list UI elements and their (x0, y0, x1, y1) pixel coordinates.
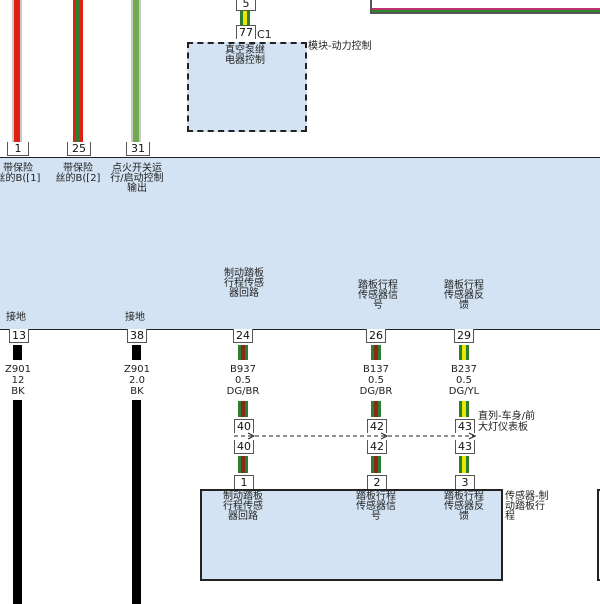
band-pin-31: 31 (126, 142, 150, 156)
module-powertrain-label: 模块-动力控制 (308, 41, 372, 52)
wire-fused-b2 (73, 0, 83, 142)
sensor-label-return: 制动踏板 行程传感 器回路 (223, 491, 263, 522)
inline-pin-43-upper: 43 (455, 419, 475, 433)
wire-b137-seg-3 (371, 456, 381, 473)
wire-b937-seg-2 (238, 401, 248, 417)
wire-5-code: B237 (451, 364, 477, 375)
brake-pedal-travel-sensor (200, 489, 503, 581)
wire-1-color: BK (11, 386, 25, 397)
wire-4-gauge: 0.5 (368, 375, 384, 386)
pin-38: 38 (127, 329, 147, 343)
band-label-brake-return: 制动踏板 行程传感 器回路 (224, 268, 264, 299)
wire-3-color: DG/BR (226, 386, 260, 397)
band-label-ignition: 点火开关运 行/启动控制 输出 (110, 163, 164, 194)
wire-ground-38 (132, 400, 141, 604)
inline-pin-40-upper: 40 (234, 419, 254, 433)
wire-b237-seg-3 (459, 456, 469, 473)
wire-3-gauge: 0.5 (235, 375, 251, 386)
band-pin-25: 25 (67, 142, 91, 156)
wire-ground-13 (13, 400, 22, 604)
top-pin-5: 5 (236, 0, 256, 11)
inline-connector-line (234, 432, 477, 440)
pin-26: 26 (366, 329, 386, 343)
wire-fused-b1 (12, 0, 22, 142)
wire-2-color: BK (130, 386, 144, 397)
pin-29: 29 (454, 329, 474, 343)
wire-b237-seg-2 (459, 401, 469, 417)
inline-pin-40-lower: 40 (234, 440, 254, 454)
band-label-fused-b2: 带保险 丝的B([2] (55, 163, 101, 184)
sensor-label-feedback: 踏板行程 传感器反 馈 (444, 491, 484, 522)
sensor-label-signal: 踏板行程 传感器信 号 (356, 491, 396, 522)
adjacent-component-edge (597, 489, 600, 581)
band-label-fused-b1: 带保险 丝的B([1] (0, 163, 41, 184)
band-label-ground-2: 接地 (125, 312, 145, 323)
wire-b237-seg-1 (459, 345, 469, 360)
vacuum-pump-relay-box (187, 42, 307, 132)
sensor-pin-2: 2 (367, 475, 387, 489)
wire-1-gauge: 12 (11, 375, 25, 386)
wire-b937-seg-3 (238, 456, 248, 473)
pin-24: 24 (233, 329, 253, 343)
wire-b137-seg-2 (371, 401, 381, 417)
inline-pin-42-upper: 42 (367, 419, 387, 433)
top-pin-77: 77 (236, 25, 256, 39)
inline-connector-label: 直列-车身/前 大灯仪表板 (478, 411, 535, 433)
pin-13: 13 (9, 329, 29, 343)
sensor-name-label: 传感器-制 动踏板行 程 (505, 491, 549, 522)
connector-c1-label: C1 (257, 28, 272, 41)
wire-b937-seg-1 (238, 345, 248, 360)
band-label-pedal-feedback: 踏板行程 传感器反 馈 (444, 280, 484, 311)
inline-pin-43-lower: 43 (455, 440, 475, 454)
wire-relay-control (240, 11, 250, 25)
wire-ground-38-segment (132, 345, 141, 360)
wire-ground-13-segment (13, 345, 22, 360)
wire-ignition (131, 0, 141, 142)
powertrain-control-module (0, 157, 600, 330)
relay-label: 真空泵继 电器控制 (225, 45, 265, 66)
wire-2-gauge: 2.0 (129, 375, 145, 386)
wire-5-gauge: 0.5 (456, 375, 472, 386)
wire-4-color: DG/BR (359, 386, 393, 397)
wire-5-color: DG/YL (448, 386, 480, 397)
wire-4-code: B137 (363, 364, 389, 375)
wire-1-code: Z901 (5, 364, 31, 375)
band-pin-1: 1 (7, 142, 29, 156)
wire-b137-seg-1 (371, 345, 381, 360)
inline-pin-42-lower: 42 (367, 440, 387, 454)
band-label-pedal-signal: 踏板行程 传感器信 号 (358, 280, 398, 311)
sensor-pin-3: 3 (455, 475, 475, 489)
band-label-ground-1: 接地 (6, 312, 26, 323)
upper-module-frame (370, 0, 600, 14)
sensor-pin-1: 1 (234, 475, 254, 489)
wire-2-code: Z901 (124, 364, 150, 375)
wire-3-code: B937 (230, 364, 256, 375)
